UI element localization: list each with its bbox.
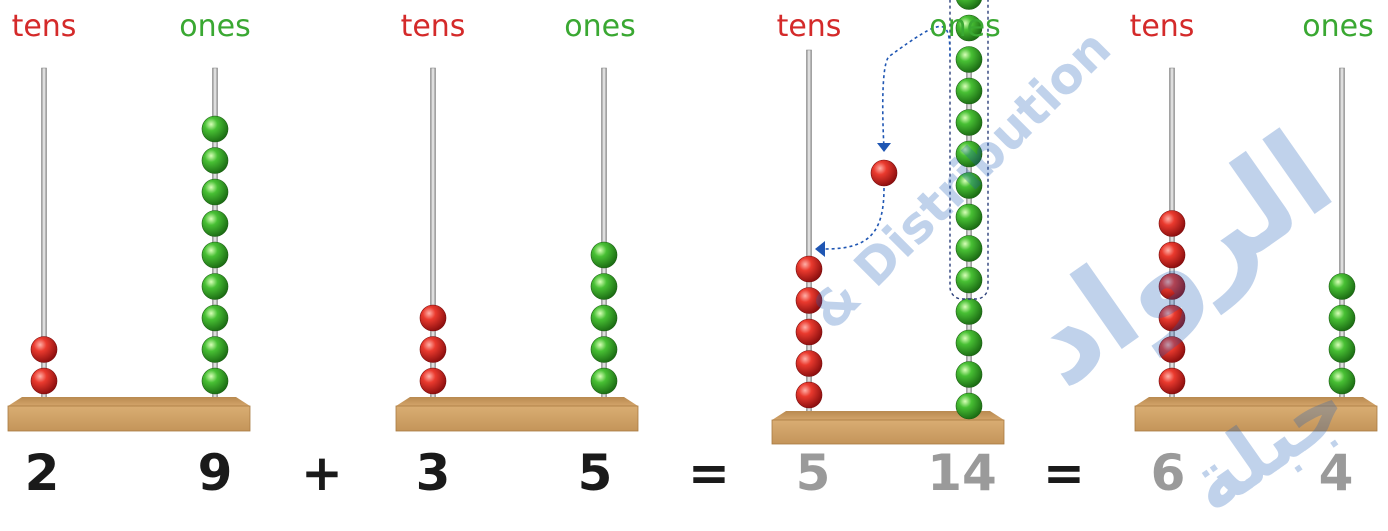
digit-d-tens: 6	[1151, 444, 1186, 498]
green-bead	[201, 178, 229, 206]
red-bead	[795, 255, 823, 283]
red-bead	[419, 304, 447, 332]
abacus-base-front	[1134, 405, 1378, 432]
red-bead	[795, 287, 823, 314]
regroup-arrow-2	[824, 187, 885, 250]
green-bead	[956, 0, 982, 10]
abacus-diagram: tens ones tens ones tens ones tens ones 2 9 +3 5 = 5…	[7, 0, 1378, 502]
ones-label: ones	[929, 9, 1000, 44]
ones-label: ones	[564, 9, 635, 44]
digit-a-ones: 9	[198, 444, 233, 498]
green-bead	[955, 46, 983, 73]
green-bead	[955, 172, 983, 199]
red-bead	[795, 381, 823, 409]
green-bead	[955, 77, 983, 105]
red-bead	[30, 336, 58, 363]
green-bead	[590, 304, 618, 332]
abacus-base-top	[396, 397, 638, 406]
digit-a-tens: 2	[25, 444, 60, 498]
digit-b-ones: 5	[578, 444, 613, 498]
tens-label: tens	[401, 9, 466, 44]
arrowhead-down	[877, 143, 891, 152]
ones-label: ones	[179, 9, 250, 44]
abacus-base-top	[772, 411, 1004, 420]
green-bead	[955, 140, 983, 168]
abacus-base-front	[771, 419, 1005, 445]
abacus-base	[771, 411, 1005, 445]
place-value-diagram: tens ones tens ones tens ones tens ones 2 9 +3 5 = 5…	[7, 0, 1378, 531]
green-bead	[955, 14, 983, 42]
red-bead	[1158, 367, 1186, 395]
green-bead	[955, 235, 983, 262]
digit-b-tens: 3	[416, 444, 451, 498]
red-bead	[1158, 304, 1186, 332]
abacus-base-top	[1135, 397, 1377, 406]
green-bead	[955, 109, 983, 136]
green-bead	[201, 115, 229, 143]
green-bead	[1328, 336, 1356, 363]
green-bead	[590, 273, 618, 300]
red-bead	[419, 336, 447, 363]
red-bead	[1158, 241, 1186, 269]
green-bead	[1328, 304, 1356, 332]
moved-red-bead	[870, 159, 898, 187]
green-bead	[201, 210, 229, 237]
red-bead	[419, 367, 447, 395]
green-bead	[955, 329, 983, 357]
green-bead	[590, 241, 618, 269]
arrowhead-left	[815, 241, 825, 257]
ones-label: ones	[1302, 9, 1373, 44]
regroup-arrow-1	[881, 25, 951, 149]
green-bead	[955, 266, 983, 294]
green-bead	[201, 304, 229, 332]
abacus-base-front	[395, 405, 639, 432]
green-bead	[590, 336, 618, 363]
digit-c-ones: 14	[927, 444, 997, 498]
green-bead	[201, 241, 229, 269]
abacus-base	[7, 397, 251, 432]
red-bead	[30, 367, 58, 395]
green-bead	[955, 361, 983, 388]
equals-sign-1: =	[688, 444, 730, 498]
tens-label: tens	[777, 9, 842, 44]
red-bead	[1158, 210, 1186, 237]
green-bead	[590, 367, 618, 395]
red-bead	[1158, 273, 1186, 300]
equals-sign-2: =	[1043, 444, 1085, 498]
regroup-box	[949, 0, 989, 300]
green-bead	[201, 367, 229, 395]
abacus-base-front	[7, 405, 251, 432]
plus-sign: +	[301, 444, 343, 498]
abacus-base	[1134, 397, 1378, 432]
green-bead	[1328, 273, 1356, 300]
digit-d-ones: 4	[1319, 444, 1354, 498]
tens-label: tens	[1130, 9, 1195, 44]
abacus-base	[395, 397, 639, 432]
green-bead	[201, 147, 229, 174]
green-bead	[201, 273, 229, 300]
green-bead	[955, 298, 983, 325]
red-bead	[795, 350, 823, 377]
green-bead	[201, 336, 229, 363]
red-bead	[795, 318, 823, 346]
green-bead	[955, 392, 983, 420]
green-bead	[955, 203, 983, 231]
red-bead	[1158, 336, 1186, 363]
abacus-base-top	[8, 397, 250, 406]
digit-c-tens: 5	[796, 444, 831, 498]
green-bead	[1328, 367, 1356, 395]
tens-label: tens	[12, 9, 77, 44]
